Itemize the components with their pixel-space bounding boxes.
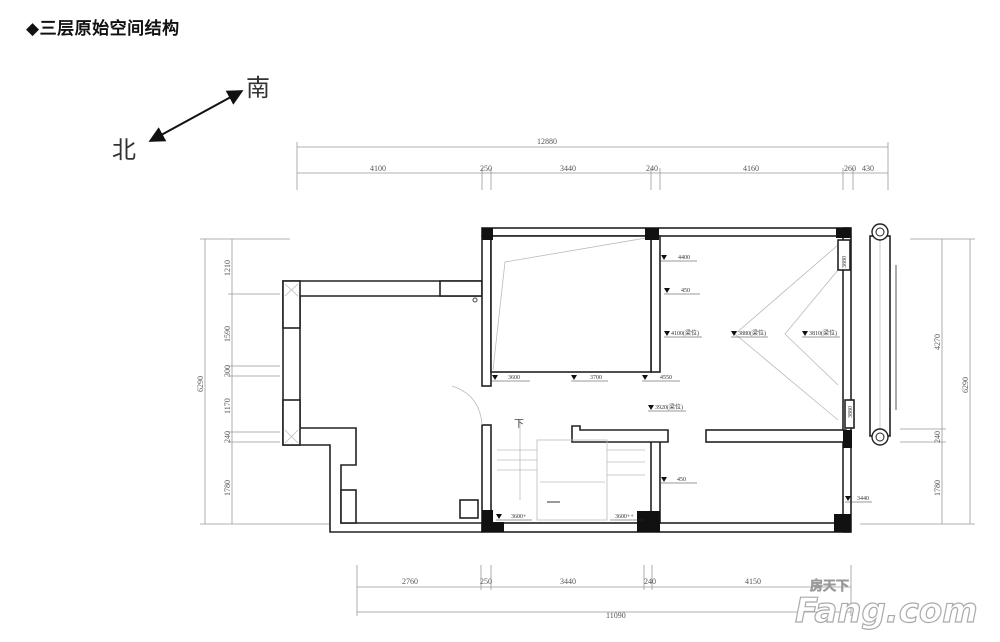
svg-text:450: 450 xyxy=(681,288,690,294)
svg-text:3920(梁位): 3920(梁位) xyxy=(655,403,683,411)
stair-down-label: 下 xyxy=(514,419,524,430)
level-marker: 450 xyxy=(661,477,697,484)
level-marker: 3880(梁位) xyxy=(731,329,768,338)
dim-bottom: 250 xyxy=(480,577,492,586)
compass-arrow-icon xyxy=(148,90,244,142)
level-marker: 3600++ xyxy=(610,514,647,521)
dim-left: 1170 xyxy=(223,398,232,414)
svg-text:3700: 3700 xyxy=(590,375,602,381)
staircase: 下 xyxy=(497,419,645,521)
level-marker: 3880 xyxy=(842,256,848,268)
level-marker: 3600 xyxy=(492,375,530,382)
north-label: 北 xyxy=(112,136,136,164)
svg-text:4100(梁位): 4100(梁位) xyxy=(671,329,699,337)
dim-left-total: 6290 xyxy=(196,376,205,392)
compass: 南 北 xyxy=(112,74,270,164)
dim-left: 1780 xyxy=(223,480,232,496)
left-wing-wall xyxy=(282,280,483,533)
watermark-cn: 房天下 xyxy=(810,578,849,594)
right-dimensions: 4270 240 1780 6290 xyxy=(860,238,975,525)
dim-bottom: 3440 xyxy=(560,577,576,586)
dim-bottom-total: 11090 xyxy=(606,611,626,620)
diamond-bullet-icon: ◆ xyxy=(26,19,40,39)
level-markers: 4400 450 4100(梁位) 3880(梁位) 3810(梁位) 3600… xyxy=(492,255,872,521)
walls: 下 xyxy=(282,223,897,533)
dim-top-total: 12880 xyxy=(537,137,557,146)
level-marker: 4100(梁位) xyxy=(664,329,702,338)
dim-top: 3440 xyxy=(560,164,576,173)
dim-top: 430 xyxy=(862,164,874,173)
svg-text:3810(梁位): 3810(梁位) xyxy=(809,329,837,337)
level-marker: 3880 xyxy=(848,406,854,418)
dim-right: 240 xyxy=(933,431,942,443)
watermark-en: Fang.com xyxy=(795,591,978,631)
svg-text:3600: 3600 xyxy=(508,375,520,381)
level-marker: 3600+ xyxy=(496,514,532,521)
level-marker: 3700 xyxy=(571,375,608,382)
svg-text:3600+: 3600+ xyxy=(511,514,527,520)
svg-text:4400: 4400 xyxy=(678,255,690,261)
dim-right: 1780 xyxy=(933,480,942,496)
top-dimensions: 12880 4100 250 3440 240 4160 260 430 xyxy=(296,137,889,190)
level-marker: 3920(梁位) xyxy=(648,403,686,412)
dim-top: 250 xyxy=(480,164,492,173)
dim-right-total: 6290 xyxy=(961,377,970,393)
svg-text:4550: 4550 xyxy=(660,375,672,381)
bottom-dimensions: 2760 250 3440 240 4150 11090 xyxy=(356,565,852,620)
dim-left: 240 xyxy=(223,431,232,443)
dim-top: 240 xyxy=(646,164,658,173)
level-marker: 3440 xyxy=(845,496,872,503)
svg-text:3880(梁位): 3880(梁位) xyxy=(738,329,766,337)
left-dimensions: 6290 1210 1590 300 1170 240 1780 xyxy=(196,238,340,525)
level-marker: 450 xyxy=(664,288,700,295)
left-corner-window xyxy=(282,280,301,329)
south-label: 南 xyxy=(246,74,270,102)
level-marker: 4400 xyxy=(661,255,697,262)
dim-bottom: 4150 xyxy=(745,577,761,586)
level-marker: 3810(梁位) xyxy=(802,329,840,338)
level-marker: 4550 xyxy=(642,375,680,382)
watermark: 房天下 Fang.com xyxy=(794,578,978,632)
title-text: 三层原始空间结构 xyxy=(39,19,180,39)
svg-text:450: 450 xyxy=(677,477,686,483)
dim-bottom: 2760 xyxy=(402,577,418,586)
dim-bottom: 240 xyxy=(644,577,656,586)
dim-left: 1590 xyxy=(223,326,232,342)
dim-top: 4160 xyxy=(743,164,759,173)
dim-right: 4270 xyxy=(933,334,942,350)
dim-left: 300 xyxy=(223,365,232,377)
dim-left: 1210 xyxy=(223,260,232,276)
dim-top: 4100 xyxy=(370,164,386,173)
svg-text:3600++: 3600++ xyxy=(615,514,634,520)
svg-text:3440: 3440 xyxy=(857,496,869,502)
page-title: ◆三层原始空间结构 xyxy=(26,14,180,39)
dim-top: 260 xyxy=(844,164,856,173)
